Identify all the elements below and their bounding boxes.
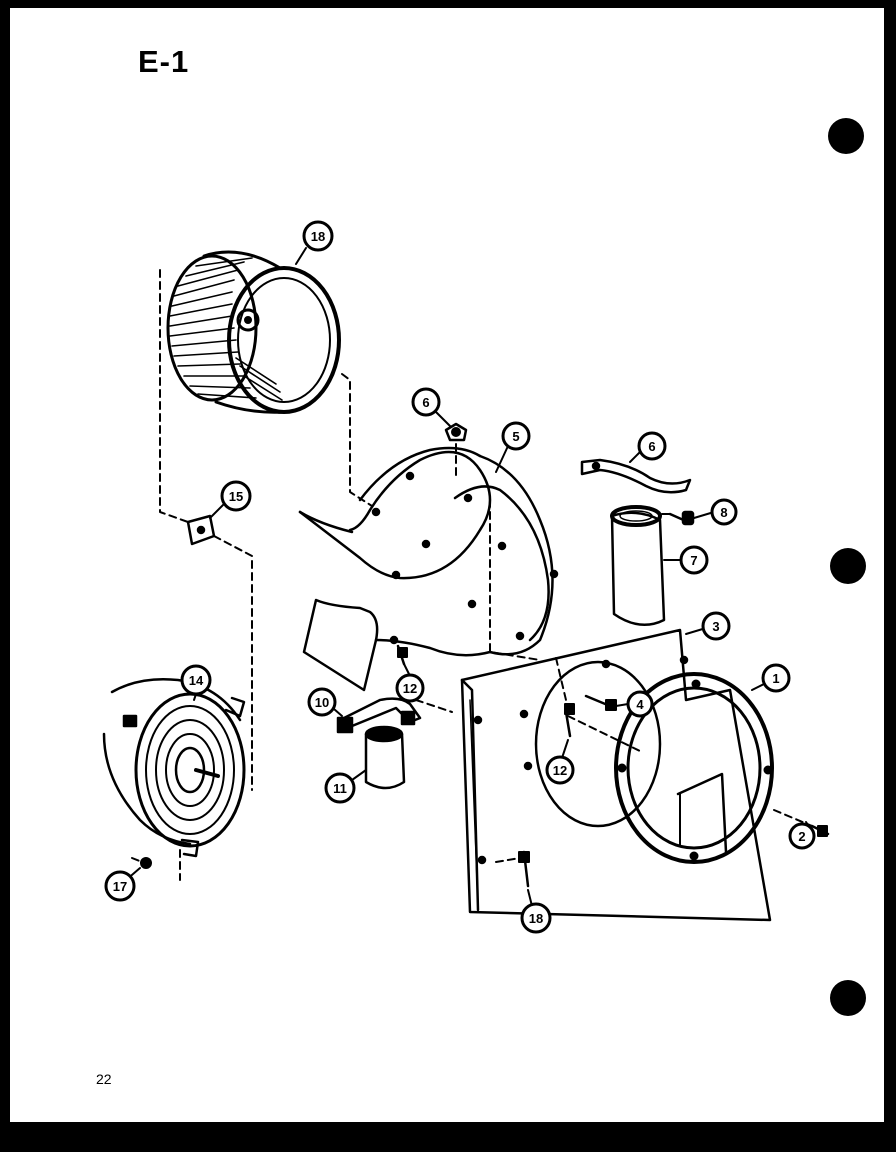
- svg-text:15: 15: [229, 489, 243, 504]
- callout-6-strap: 6: [637, 431, 667, 461]
- callout-11: 11: [324, 772, 356, 804]
- page-number: 22: [96, 1071, 112, 1087]
- binder-hole-middle: [830, 548, 866, 584]
- callout-14: 14: [180, 664, 212, 696]
- screw-17: [140, 857, 152, 869]
- housing-clip: [444, 422, 468, 442]
- svg-text:18: 18: [529, 911, 543, 926]
- blower-motor: [102, 677, 246, 858]
- screw-12-plate: [564, 703, 575, 738]
- svg-text:7: 7: [690, 553, 697, 568]
- svg-text:8: 8: [720, 505, 727, 520]
- svg-text:11: 11: [333, 781, 347, 796]
- callout-3: 3: [701, 611, 731, 641]
- svg-text:2: 2: [798, 829, 805, 844]
- svg-text:6: 6: [648, 439, 655, 454]
- plate-cutout: [534, 660, 662, 828]
- screw-8: [668, 510, 695, 526]
- blower-housing: [298, 446, 559, 692]
- callout-6-clip: 6: [411, 387, 441, 417]
- capacitor-strap: [580, 458, 692, 494]
- svg-text:18: 18: [311, 229, 325, 244]
- run-capacitor: [610, 505, 666, 627]
- mounting-plate: [460, 628, 772, 922]
- binder-hole-bottom: [830, 980, 866, 1016]
- callout-12-plate: 12: [545, 755, 575, 785]
- callout-10: 10: [307, 687, 337, 717]
- binder-hole-top: [828, 118, 864, 154]
- svg-text:5: 5: [512, 429, 519, 444]
- svg-text:1: 1: [772, 671, 779, 686]
- callout-4: 4: [626, 690, 654, 718]
- screw-18-plate: [518, 850, 530, 888]
- callout-1: 1: [761, 663, 791, 693]
- svg-text:10: 10: [315, 695, 329, 710]
- callout-8: 8: [710, 498, 738, 526]
- callout-7: 7: [679, 545, 709, 575]
- callout-15: 15: [220, 480, 252, 512]
- start-capacitor: [364, 725, 406, 790]
- blower-wheel: [166, 250, 341, 414]
- page-title: E-1: [138, 44, 190, 79]
- callout-12-housing: 12: [395, 673, 425, 703]
- orifice-ring: [614, 672, 774, 864]
- callout-5: 5: [501, 421, 531, 451]
- svg-text:14: 14: [189, 673, 204, 688]
- callout-17: 17: [104, 870, 136, 902]
- svg-text:12: 12: [403, 681, 417, 696]
- svg-text:6: 6: [422, 395, 429, 410]
- callout-2: 2: [788, 822, 816, 850]
- svg-text:17: 17: [113, 879, 127, 894]
- screw-4: [584, 694, 617, 711]
- motor-mount-bracket: [186, 514, 216, 546]
- callout-18-bottom: 18: [520, 902, 552, 934]
- screw-2: [810, 824, 830, 837]
- svg-text:4: 4: [636, 697, 644, 712]
- svg-text:12: 12: [553, 763, 567, 778]
- svg-text:3: 3: [712, 619, 719, 634]
- screw-12-housing: [396, 644, 408, 666]
- callout-18-top: 18: [302, 220, 334, 252]
